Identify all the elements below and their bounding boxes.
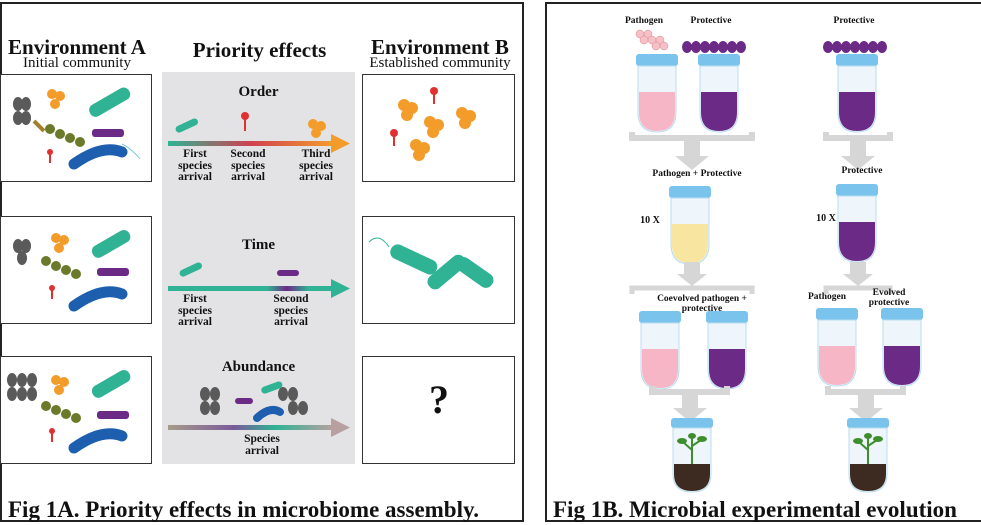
tube-coevolved-pathogen — [639, 311, 681, 390]
env-a-title: Environment A — [8, 35, 146, 59]
label-pathogen-plus-protective: Pathogen + Protective — [652, 169, 742, 179]
tube-protective-evolving — [836, 184, 878, 263]
label-protective-mix-right: Protective — [841, 166, 883, 176]
protective-colony — [682, 41, 746, 53]
label-evolved-protective: Evolved protective — [868, 288, 910, 308]
time-arrow — [168, 279, 350, 298]
abundance-arrow — [168, 418, 350, 437]
tube-plant-right — [847, 418, 889, 493]
env-b-subtitle: Established community — [369, 55, 511, 71]
merge-arrow-left — [629, 132, 755, 170]
split-arrow-left — [629, 262, 755, 294]
order-arrow — [168, 134, 350, 153]
tube-protective-right — [836, 54, 878, 133]
tube-pathogen-right — [816, 308, 858, 387]
tube-pathogen — [636, 54, 678, 133]
row-title-time: Time — [241, 237, 276, 253]
question-mark: ? — [429, 377, 449, 422]
env-a-subtitle: Initial community — [23, 55, 131, 71]
panel-a: Environment A Initial community Priority… — [0, 2, 524, 522]
tube-plant-left — [671, 418, 713, 493]
priority-effects-title: Priority effects — [192, 38, 327, 62]
community-illustration — [13, 229, 131, 312]
label-pathogen-right: Pathogen — [808, 292, 846, 302]
env-b-time-community — [368, 237, 494, 290]
order-arrivals-art — [175, 112, 326, 138]
community-illustration — [7, 370, 131, 454]
merge-arrow-right — [823, 132, 893, 170]
env-b-community-box — [362, 356, 515, 464]
pathogen-colony — [635, 29, 669, 51]
label-10x-left: 10 X — [640, 215, 660, 226]
time-arrivals-art — [179, 262, 299, 277]
merge-arrow-bottom-left — [649, 386, 730, 422]
community-illustration — [13, 87, 141, 170]
split-arrow-right — [823, 262, 893, 294]
row-title-order: Order — [238, 84, 279, 100]
caption-fig-1b: Fig 1B. Microbial experimental evolution — [553, 497, 957, 522]
env-b-title: Environment B — [371, 35, 509, 59]
label-protective-right: Protective — [833, 16, 875, 26]
merge-arrow-bottom-right — [825, 386, 906, 422]
tube-mixed — [669, 186, 711, 265]
row-title-abundance: Abundance — [221, 359, 296, 375]
tube-protective — [698, 54, 740, 133]
env-b-order-community — [390, 87, 476, 161]
caption-fig-1a: Fig 1A. Priority effects in microbiome a… — [8, 497, 479, 522]
protective-colony-right — [823, 41, 887, 53]
tube-coevolved-protective — [706, 311, 748, 390]
label-10x-right: 10 X — [816, 213, 836, 224]
label-coevolved: Coevolved pathogen + protective — [657, 294, 747, 314]
label-pathogen: Pathogen — [625, 16, 663, 26]
tube-evolved-protective — [881, 308, 923, 387]
label-protective: Protective — [690, 16, 732, 26]
abundance-arrivals-art — [200, 381, 308, 422]
panel-b: Pathogen Protective Protective — [545, 2, 981, 522]
